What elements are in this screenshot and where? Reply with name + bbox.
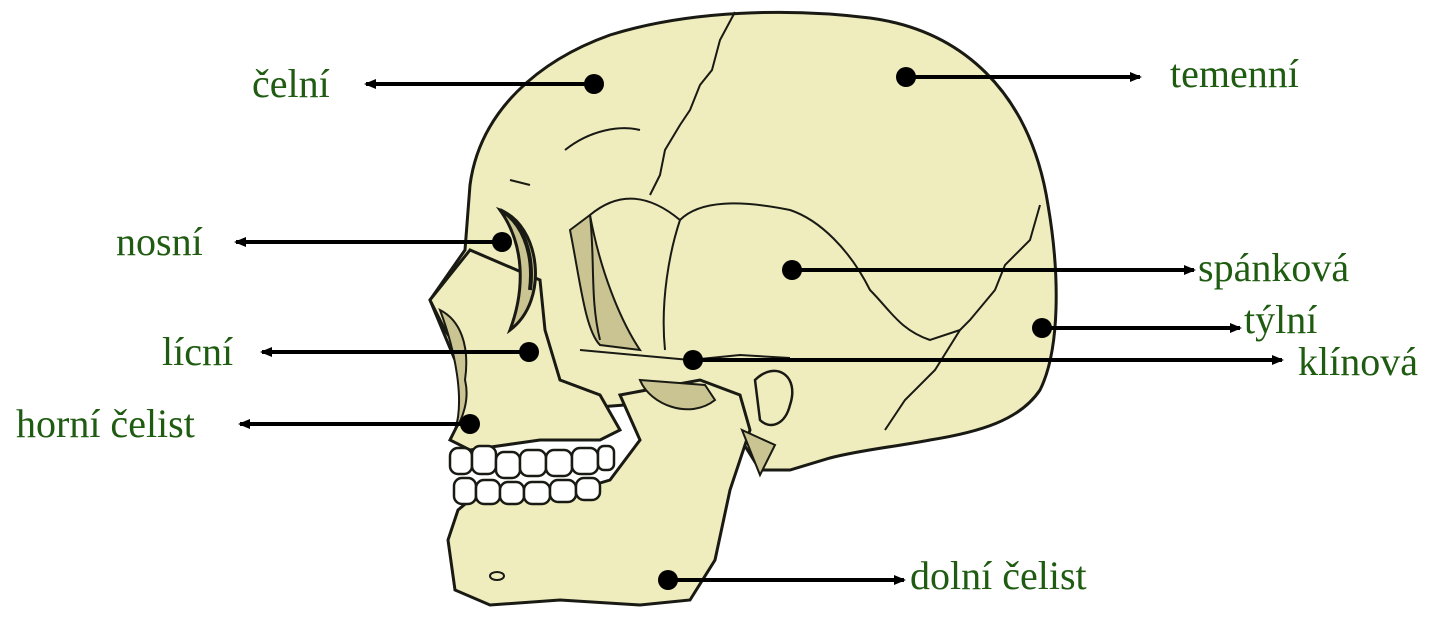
label-mandible: dolní čelist: [910, 556, 1087, 596]
label-occipital: týlní: [1244, 300, 1317, 340]
teeth: [450, 446, 614, 504]
dot-maxilla: [460, 414, 480, 434]
label-zygomatic: lícní: [162, 332, 233, 372]
dot-parietal: [896, 67, 916, 87]
dot-frontal: [584, 74, 604, 94]
label-temporal: spánková: [1198, 248, 1349, 288]
label-parietal: temenní: [1170, 54, 1299, 94]
label-nasal: nosní: [116, 222, 203, 262]
dot-nasal: [492, 232, 512, 252]
label-frontal: čelní: [252, 64, 330, 104]
dot-temporal: [782, 260, 802, 280]
dot-sphenoid: [683, 350, 703, 370]
label-maxilla: horní čelist: [16, 404, 195, 444]
dot-mandible: [658, 570, 678, 590]
dot-occipital: [1032, 318, 1052, 338]
label-sphenoid: klínová: [1298, 342, 1418, 382]
dot-zygomatic: [519, 342, 539, 362]
